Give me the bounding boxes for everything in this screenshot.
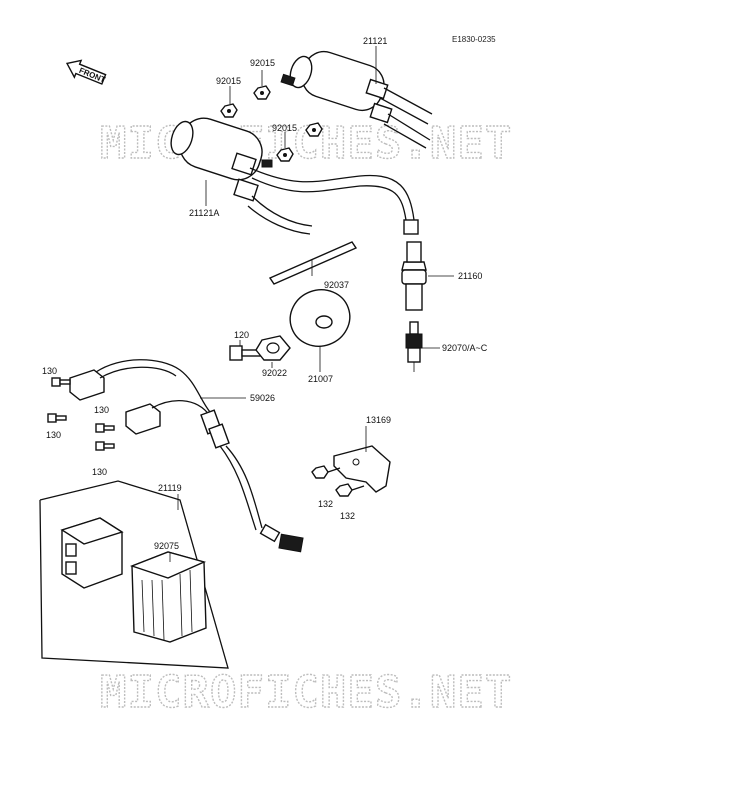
nut-92015-c [276,147,294,162]
label-21121: 21121 [363,36,387,46]
label-21007: 21007 [308,374,333,384]
bolt-130-d [95,441,115,451]
spark-plug-cap [401,241,427,311]
pickup-plate [289,289,351,347]
pickup-coil-b [125,403,161,435]
front-arrow-icon: FRONT [65,59,107,85]
label-21121a: 21121A [189,208,219,218]
bracket-13169 [333,445,391,493]
label-13169: 13169 [366,415,391,425]
watermark-top: MICROFICHES.NET [100,118,512,169]
wiring-harness [95,359,304,553]
ignition-coil-lower [170,117,419,235]
ignitor-cover [129,551,207,643]
nut-92015-d [305,122,323,137]
bolt-130-b [47,413,67,423]
label-92015-b: 92015 [250,58,275,68]
bolt-132-b [335,483,365,497]
watermark-bottom: MICROFICHES.NET [100,667,512,718]
label-130-b: 130 [46,430,61,440]
nut-92015-b [253,85,271,100]
label-130-a: 130 [42,366,57,376]
label-59026: 59026 [250,393,275,403]
label-130-d: 130 [92,467,107,477]
label-92070: 92070/A~C [442,343,488,353]
label-130-c: 130 [94,405,109,415]
label-132-b: 132 [340,511,355,521]
ignition-coil-upper [280,50,433,149]
bolt-120 [229,345,263,361]
pickup-coil-a [69,369,105,401]
bolt-132-a [311,465,341,479]
label-92015-c: 92015 [272,123,297,133]
label-92075: 92075 [154,541,179,551]
label-92037: 92037 [324,280,349,290]
bolt-130-c [95,423,115,433]
label-21160: 21160 [458,271,482,281]
label-92022: 92022 [262,368,287,378]
label-92015-a: 92015 [216,76,241,86]
reference-code: E1830-0235 [452,35,496,44]
nut-92022 [255,335,291,361]
label-120: 120 [234,330,249,340]
cable-strap [268,241,358,285]
label-21119: 21119 [158,483,182,493]
leader-lines [169,46,454,562]
spark-plug [405,321,423,372]
ignitor-unit [60,517,124,589]
nut-92015-a [220,103,238,118]
bolt-130-a [51,377,71,387]
label-132-a: 132 [318,499,333,509]
